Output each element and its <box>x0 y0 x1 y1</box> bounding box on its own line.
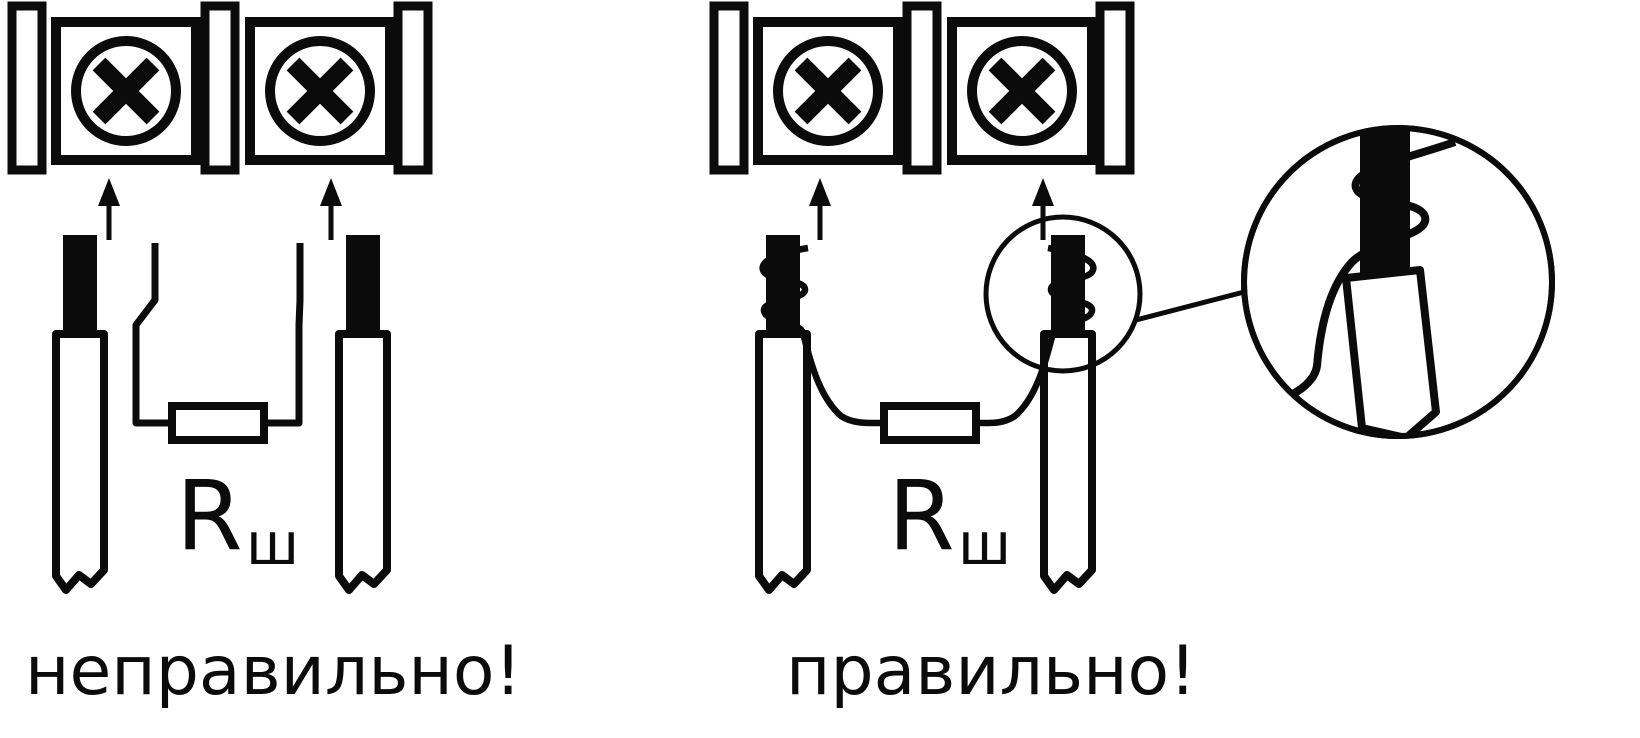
terminal-separator <box>709 1 749 175</box>
screw-terminal-icon <box>778 41 878 141</box>
resistor-label: R <box>176 460 243 572</box>
screw-terminal-icon <box>76 41 176 141</box>
resistor-lead <box>132 243 172 427</box>
twisted-lead-detail <box>1282 138 1457 402</box>
insertion-arrows-left <box>98 178 342 240</box>
shunt-resistor-left: R ш <box>132 243 304 578</box>
shunt-resistor-right: R ш <box>759 244 1097 578</box>
terminal-separator <box>7 1 47 175</box>
arrow-up-icon <box>98 178 120 206</box>
arrow-up-icon <box>809 178 831 206</box>
wire-insulation <box>1040 330 1096 594</box>
resistor-label: R <box>888 460 955 572</box>
terminal-separator <box>200 1 240 175</box>
arrow-up-icon <box>1032 178 1054 206</box>
right-panel: R ш правильно! <box>709 1 1555 711</box>
wire-left-correct <box>755 235 811 594</box>
terminal-separator <box>393 1 433 175</box>
resistor-lead <box>264 243 304 427</box>
resistor-lead-twisted <box>975 244 1097 427</box>
magnifier-lens-rim <box>1241 125 1555 439</box>
wire-bare-tip <box>346 235 380 334</box>
terminal-separator <box>902 1 942 175</box>
wire-insulation <box>52 330 108 594</box>
screw-terminal-icon <box>972 41 1072 141</box>
wire-insulation <box>755 330 811 594</box>
wire-bare-tip <box>63 235 97 334</box>
caption-correct: правильно! <box>786 632 1196 711</box>
lens-detail <box>1282 128 1457 436</box>
wire-right <box>335 235 391 594</box>
highlight-circle <box>983 214 1143 374</box>
resistor-body <box>168 402 268 444</box>
wire-right-correct <box>1040 235 1096 594</box>
magnifier-callout <box>983 125 1555 439</box>
terminal-block-right <box>709 1 1135 175</box>
wire-left <box>52 235 108 594</box>
callout-pointer-line <box>1135 289 1245 323</box>
caption-wrong: неправильно! <box>25 632 522 711</box>
screw-terminal-icon <box>270 41 370 141</box>
resistor-label-subscript: ш <box>958 510 1011 578</box>
wire-insulation-detail <box>1342 266 1440 436</box>
wire-insulation <box>335 330 391 594</box>
resistor-lead-twisted <box>759 244 885 427</box>
resistor-body <box>880 402 980 444</box>
arrow-up-icon <box>320 178 342 206</box>
left-panel: R ш неправильно! <box>7 1 522 711</box>
terminal-separator <box>1095 1 1135 175</box>
resistor-label-subscript: ш <box>246 510 299 578</box>
terminal-block-left <box>7 1 433 175</box>
insertion-arrows-right <box>809 178 1054 240</box>
